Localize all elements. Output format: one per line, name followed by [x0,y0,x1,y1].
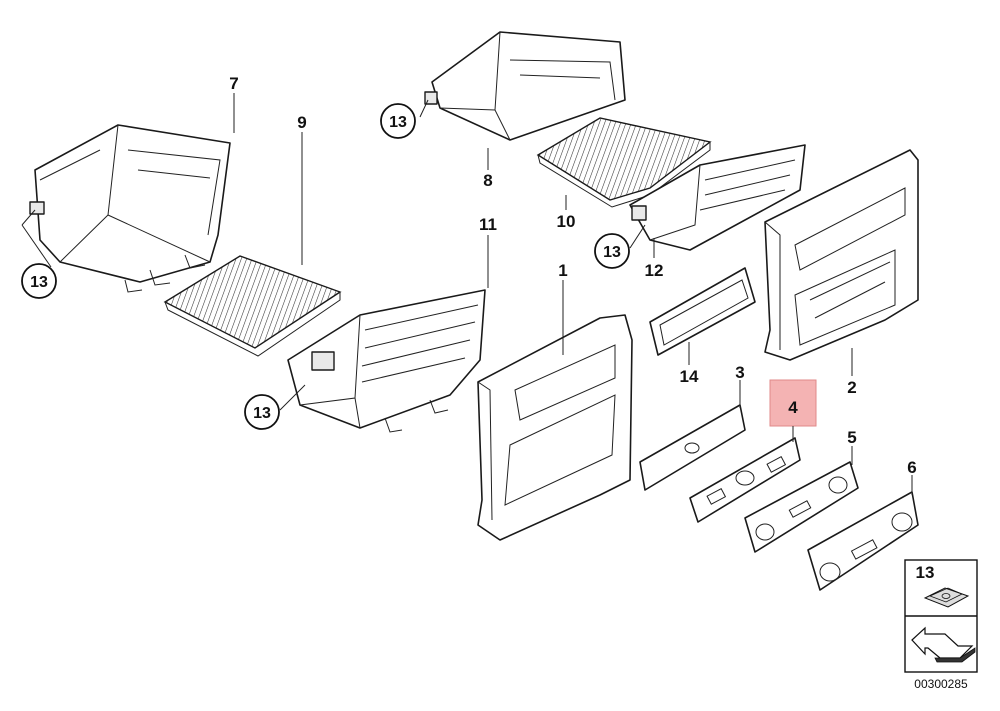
callout-13-mid: 13 [594,233,630,269]
callout-13-left: 13 [21,263,57,299]
leader-lines [21,93,913,495]
part-5-control-panel [744,461,859,553]
svg-text:13: 13 [30,274,48,291]
footer-code: 00300285 [914,677,968,691]
legend-label-13: 13 [916,563,935,582]
svg-text:13: 13 [389,114,407,131]
part-8-storage-box [424,31,626,141]
label-11: 11 [479,215,497,234]
part-11-vent-duct [287,289,486,433]
part-labels: 7 9 8 10 11 12 1 14 3 4 2 5 6 [229,74,916,477]
part-9-filter-mat [163,255,342,357]
highlight-box [769,379,817,427]
label-1: 1 [558,261,567,280]
part-2-trim-panel [764,149,919,361]
label-3: 3 [735,363,744,382]
label-5: 5 [847,428,856,447]
part-14-frame [649,267,756,356]
part-1-trim-panel [477,314,633,541]
label-4: 4 [788,398,798,417]
svg-text:13: 13 [603,244,621,261]
label-7: 7 [229,74,238,93]
part-10-filter-mat [536,117,712,208]
label-8: 8 [483,171,492,190]
legend-box: 13 00300285 [904,559,978,691]
label-14: 14 [680,367,699,386]
callout-13-bottom: 13 [244,394,280,430]
part-12-vent-duct [629,144,806,251]
part-6-control-panel [807,491,919,591]
callout-13-top: 13 [380,103,416,139]
arrow-icon [911,626,976,663]
label-9: 9 [297,113,306,132]
svg-text:13: 13 [253,405,271,422]
clip-icon [923,587,970,608]
part-7-storage-box [29,124,231,293]
label-12: 12 [645,261,664,280]
circle-callouts: 13 13 13 13 [21,103,630,430]
label-10: 10 [557,212,576,231]
label-6: 6 [907,458,916,477]
part-4-control-panel [689,437,801,523]
part-3-blank-panel [639,404,746,491]
label-2: 2 [847,378,856,397]
